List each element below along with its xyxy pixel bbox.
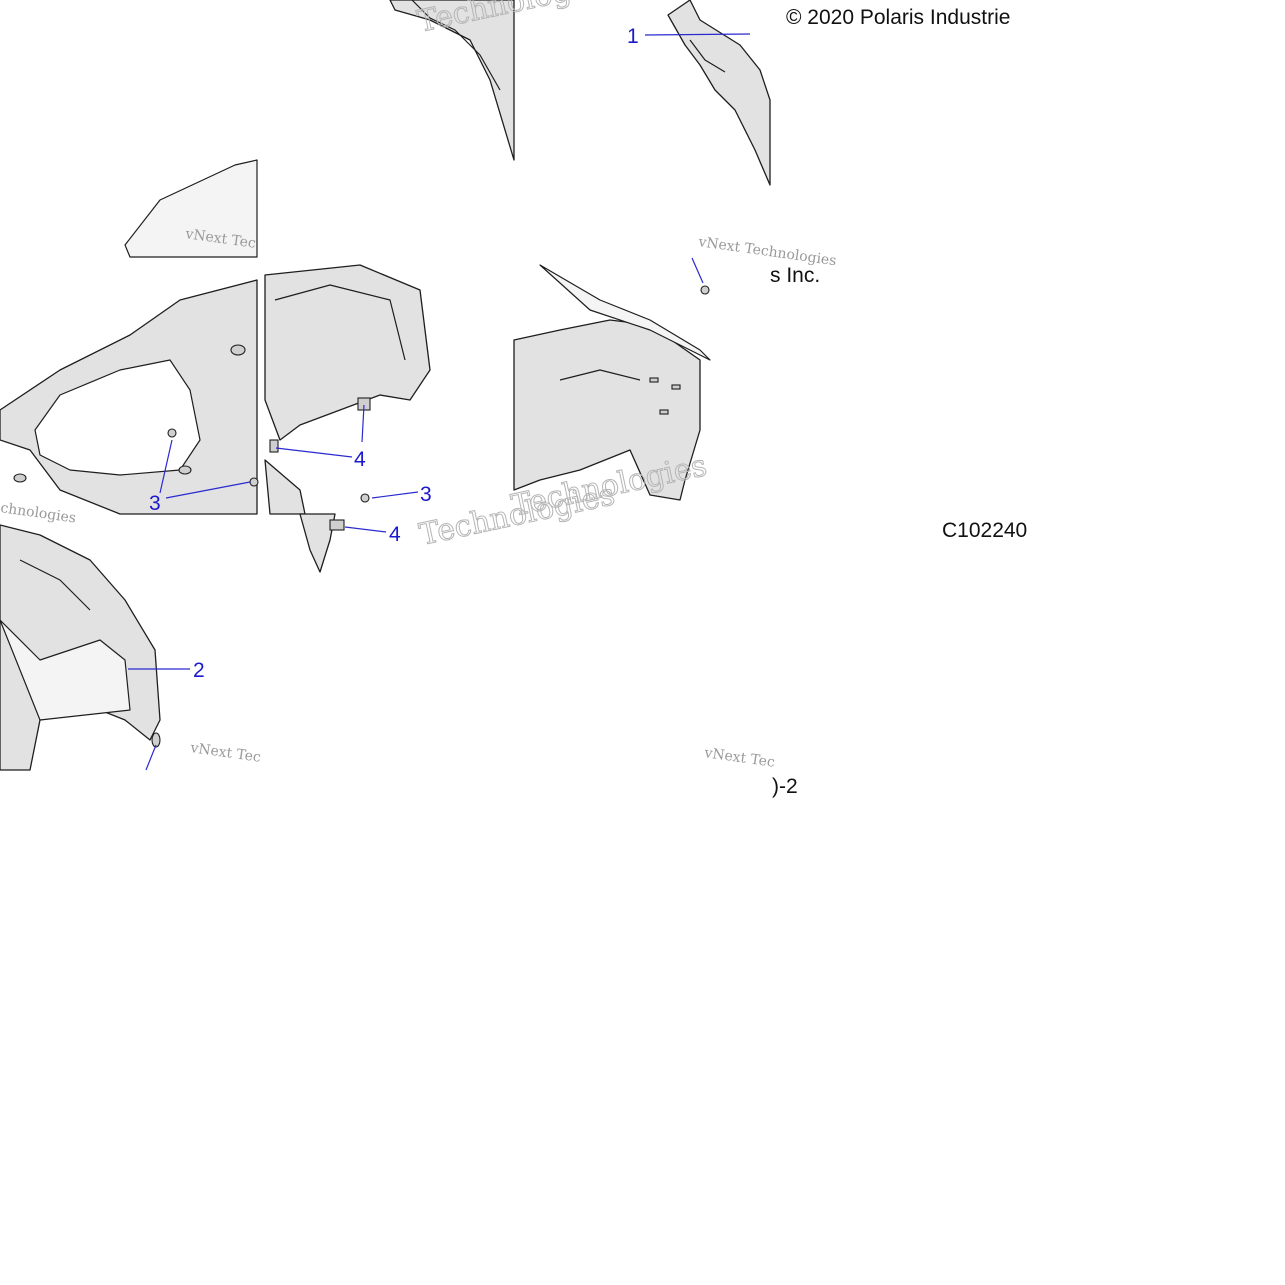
fender-flare-lower xyxy=(0,513,345,771)
watermark-text-c: vNext Tec xyxy=(188,740,261,766)
callout-2: 2 xyxy=(193,659,205,682)
watermark-outline-c: Technologies xyxy=(414,0,615,40)
fender-inner-right xyxy=(513,264,711,501)
copyright-tail: s Inc. xyxy=(770,264,820,287)
callout-1: 1 xyxy=(627,25,639,48)
diagram-code: C102240 xyxy=(942,519,1027,542)
front-panel-left xyxy=(0,159,258,515)
callout-3-left: 3 xyxy=(149,492,161,515)
callout-4-lower: 4 xyxy=(389,523,401,546)
watermark-text-d: vNext Tec xyxy=(702,745,775,771)
fender-top-fragment xyxy=(389,0,515,161)
leader-lines xyxy=(128,33,751,771)
fender-flare-upper xyxy=(667,0,771,186)
callout-3-right: 3 xyxy=(420,483,432,506)
watermark-text-e: chnologies xyxy=(0,500,77,526)
copyright-text: © 2020 Polaris Industrie xyxy=(786,6,1010,29)
fender-inner-mid xyxy=(264,264,431,515)
watermark-text-b: vNext Technologies xyxy=(696,234,837,269)
callout-4-upper: 4 xyxy=(354,448,366,471)
diagram-code-fragment: )-2 xyxy=(772,775,798,798)
screw-fasteners xyxy=(167,285,710,503)
